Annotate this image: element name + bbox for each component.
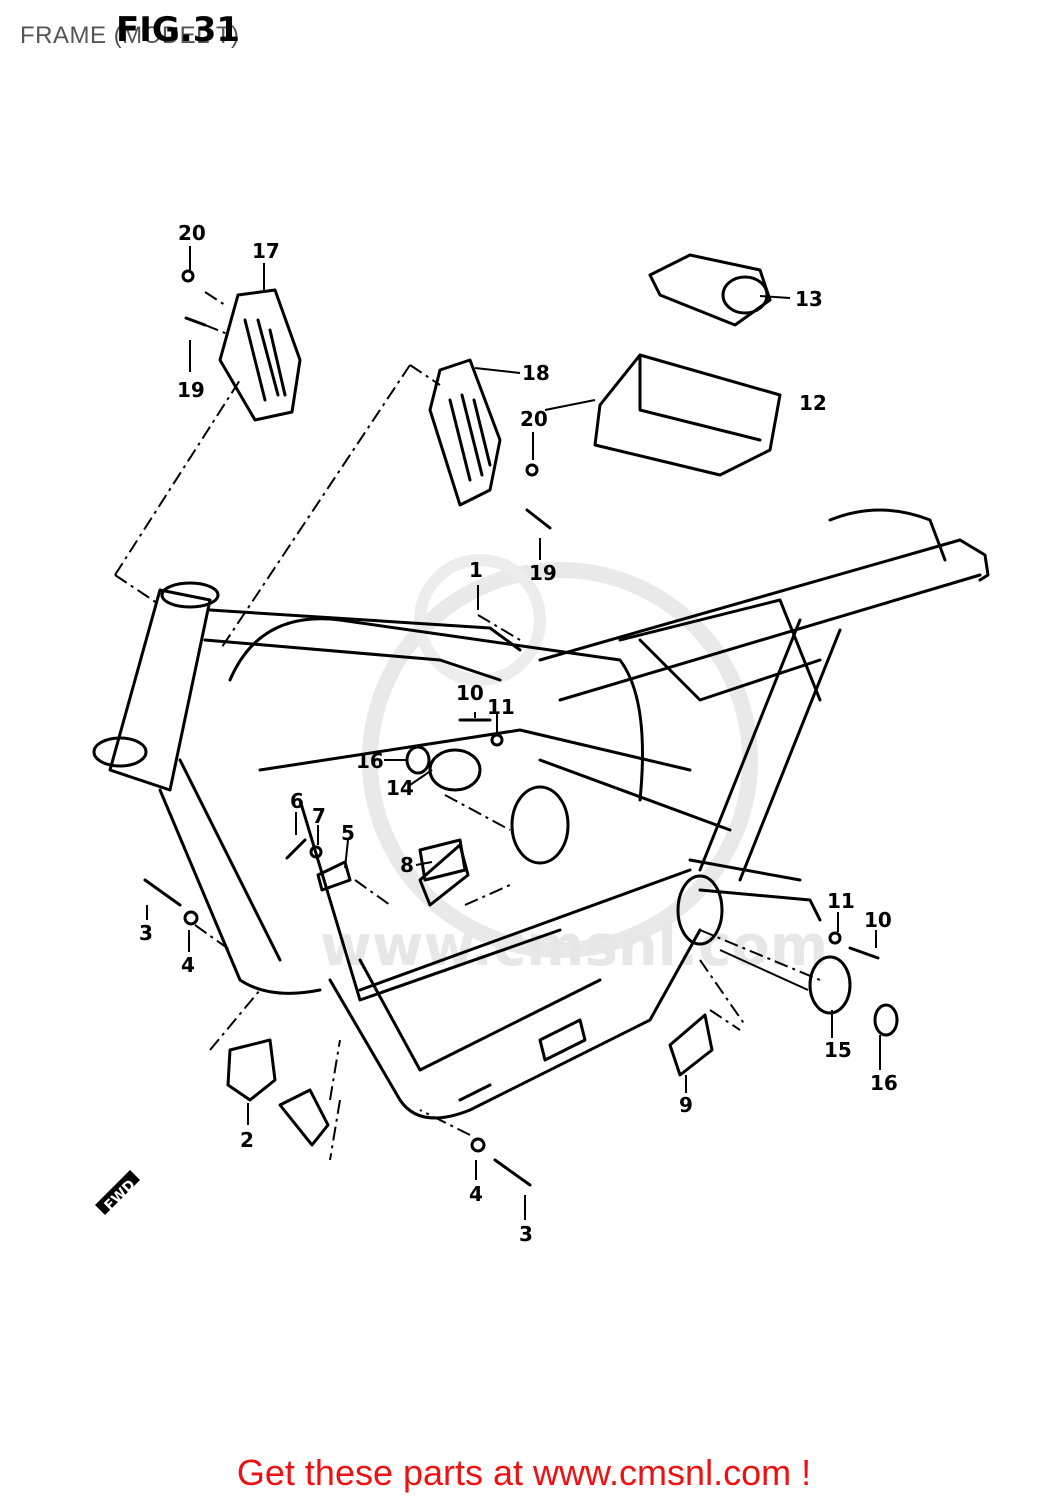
callout-4b: 4 <box>469 1182 483 1206</box>
nut-11b <box>828 931 842 945</box>
callout-19b: 19 <box>529 561 557 585</box>
callout-7: 7 <box>312 804 326 828</box>
cushion-15 <box>808 955 852 1015</box>
callout-6: 6 <box>290 789 304 813</box>
callout-3b: 3 <box>519 1222 533 1246</box>
callout-9: 9 <box>679 1093 693 1117</box>
plate-9 <box>668 1013 714 1077</box>
battery-tray <box>593 353 782 477</box>
plate-5 <box>316 860 352 892</box>
callout-5: 5 <box>341 821 355 845</box>
bolt-19b <box>525 508 552 530</box>
page-title: FRAME (MODEL T) <box>20 22 240 49</box>
callout-11b: 11 <box>827 889 855 913</box>
bolt-10b <box>848 946 880 960</box>
main-frame <box>92 508 990 1120</box>
callout-1: 1 <box>469 558 483 582</box>
bolt-6 <box>285 838 307 860</box>
nut-20a <box>181 269 195 283</box>
callout-17: 17 <box>252 239 280 263</box>
plate-2 <box>226 1038 277 1102</box>
forward-arrow-icon: FWD <box>95 1170 140 1215</box>
plate-2b <box>278 1088 330 1147</box>
callout-20b: 20 <box>520 407 548 431</box>
callout-14: 14 <box>386 776 414 800</box>
plate-8 <box>418 843 470 907</box>
side-cover-right <box>428 358 502 507</box>
washer-16a <box>405 745 431 775</box>
washer-16b <box>873 1003 899 1037</box>
nut-20b <box>525 463 539 477</box>
callout-16b: 16 <box>870 1071 898 1095</box>
callout-8: 8 <box>400 853 414 877</box>
callout-2: 2 <box>240 1128 254 1152</box>
tool-tray-cover <box>648 253 772 327</box>
nut-11a <box>490 733 504 747</box>
callout-13: 13 <box>795 287 823 311</box>
watermark: www.cmsnl.com <box>320 554 828 979</box>
side-cover-left <box>218 288 302 422</box>
callout-18: 18 <box>522 361 550 385</box>
nut-4a <box>183 910 199 926</box>
bolt-3b <box>493 1158 532 1187</box>
nut-7 <box>309 845 323 859</box>
callout-12: 12 <box>799 391 827 415</box>
callout-11a: 11 <box>487 695 515 719</box>
callout-3a: 3 <box>139 921 153 945</box>
promo-link[interactable]: Get these parts at www.cmsnl.com ! <box>236 1452 812 1493</box>
callout-16a: 16 <box>356 749 384 773</box>
figure-label: FIG.31 <box>116 10 241 50</box>
callout-4a: 4 <box>181 953 195 977</box>
callout-20a: 20 <box>178 221 206 245</box>
callouts: 1 2 3 3 4 4 5 6 7 8 9 10 10 11 11 12 13 … <box>139 221 898 1246</box>
watermark-text: www.cmsnl.com <box>320 914 828 979</box>
callout-19a: 19 <box>177 378 205 402</box>
callout-10a: 10 <box>456 681 484 705</box>
callout-10b: 10 <box>864 908 892 932</box>
callout-15: 15 <box>824 1038 852 1062</box>
bolt-19a <box>184 316 207 327</box>
nut-4b <box>470 1137 486 1153</box>
bolt-3a <box>143 878 182 907</box>
cushion-14 <box>428 748 482 792</box>
